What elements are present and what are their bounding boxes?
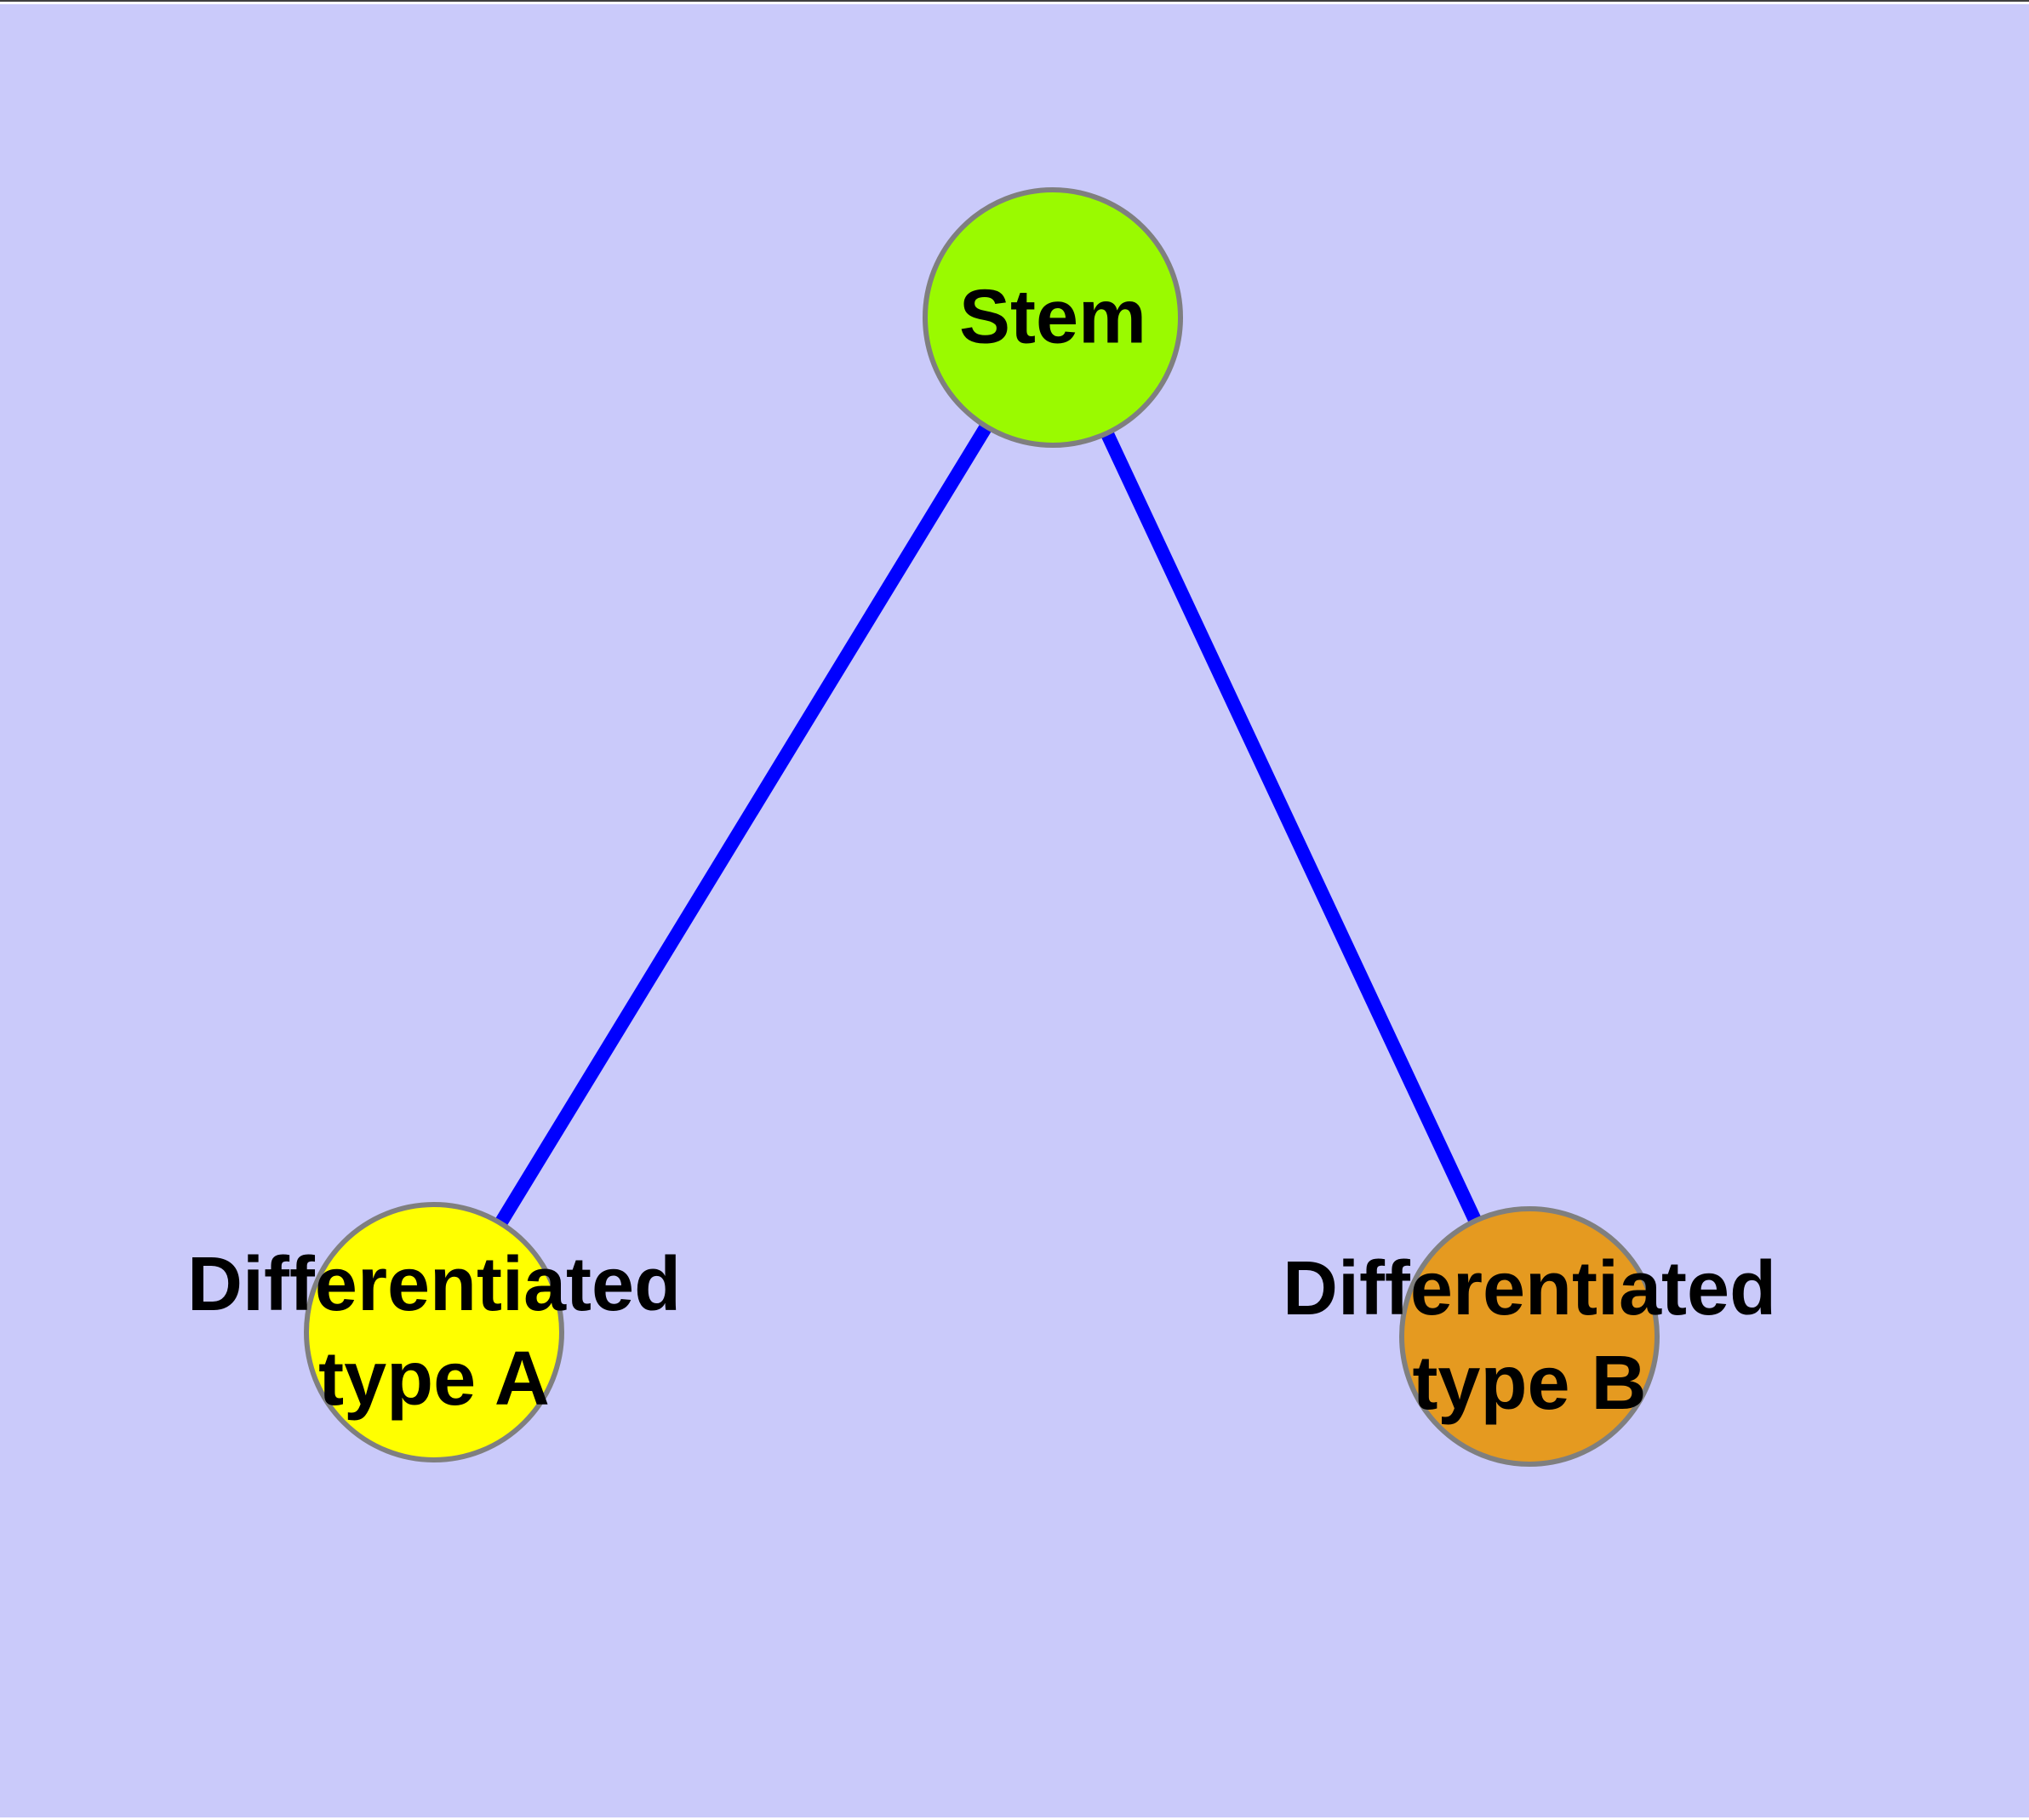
- node-circle-typeA: [304, 1202, 564, 1462]
- window-top-strip: [0, 2, 2029, 4]
- node-circle-typeB: [1399, 1206, 1660, 1467]
- graph-edge-stem-typeA: [428, 313, 1059, 1336]
- window-bottom-strip: [0, 1817, 2029, 1820]
- graph-edge-stem-typeB: [1046, 314, 1536, 1340]
- node-circle-stem: [923, 187, 1183, 448]
- window-top-border: [0, 0, 2029, 2]
